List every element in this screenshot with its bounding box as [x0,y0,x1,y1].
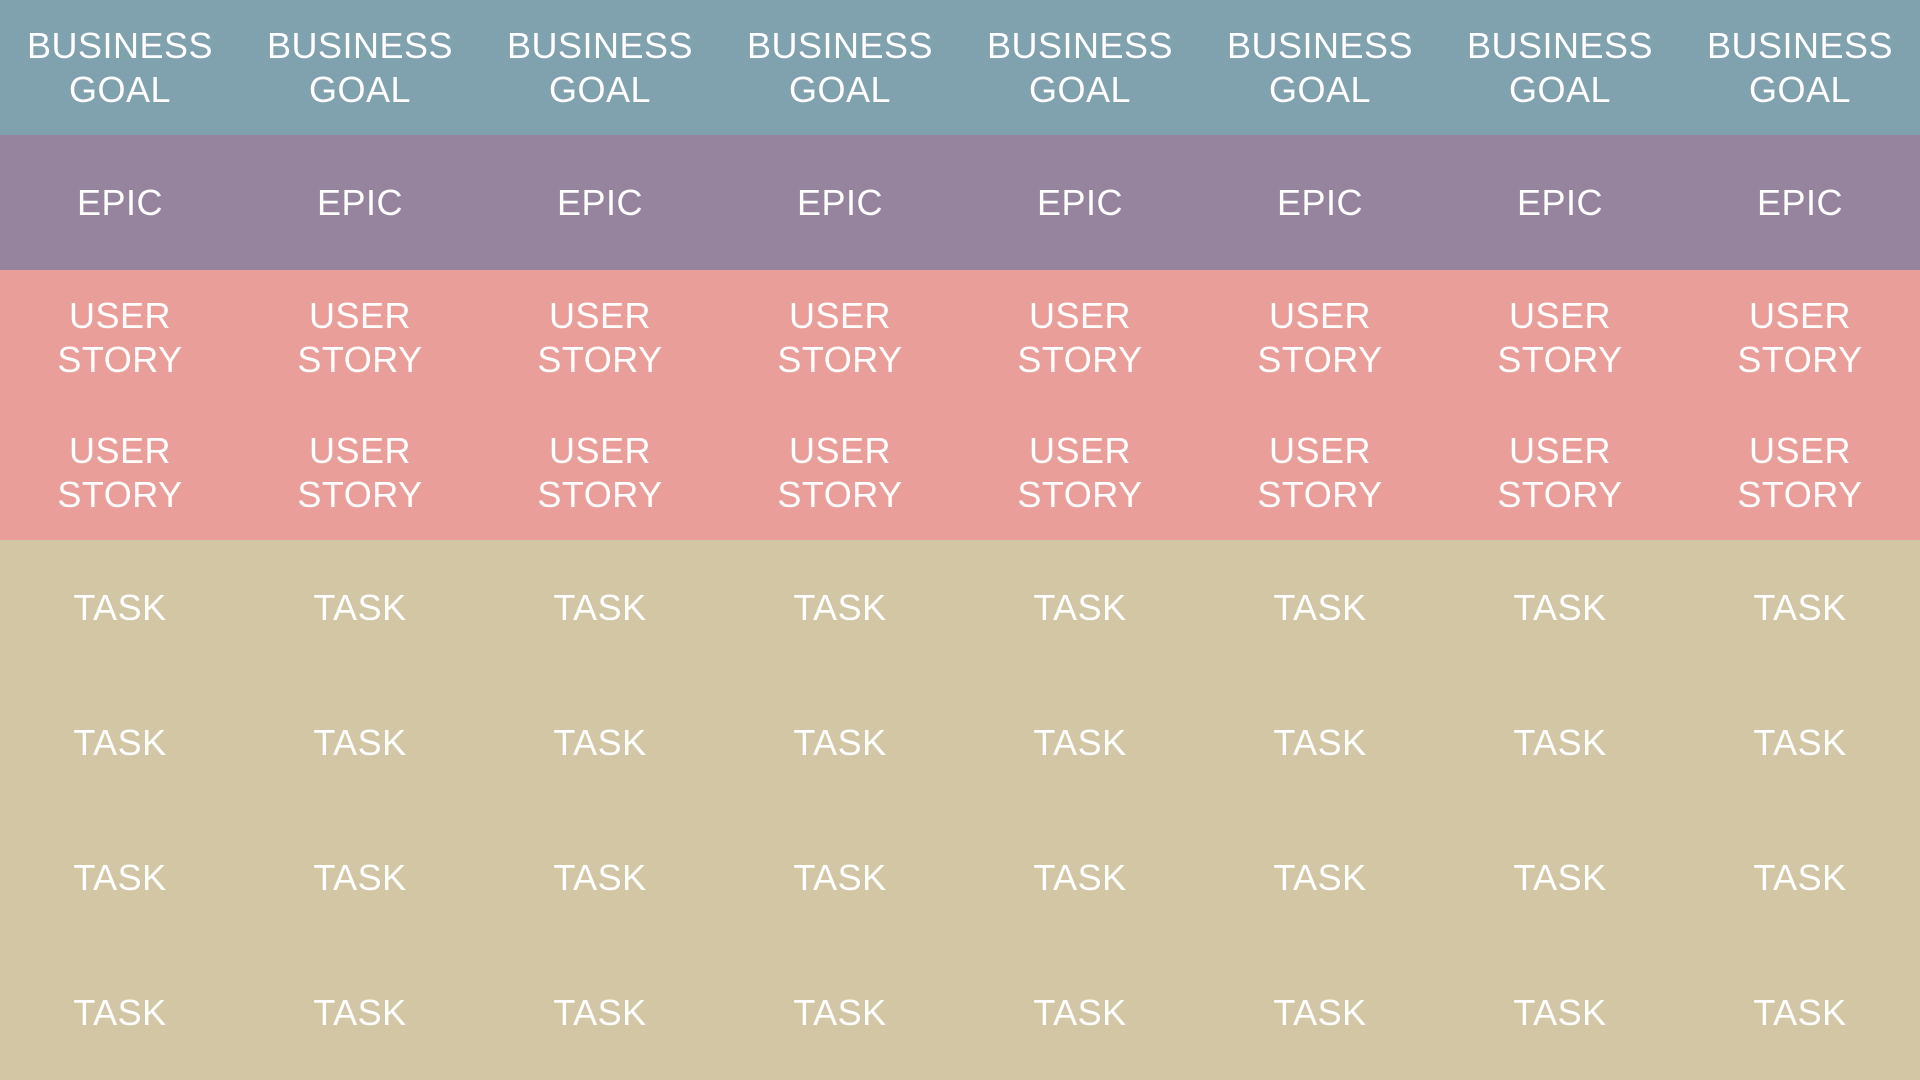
epic-card: EPIC [960,135,1200,270]
task-card: TASK [1680,675,1920,810]
epic-card: EPIC [480,135,720,270]
task-card: TASK [1440,675,1680,810]
user-story-card: USER STORY [1200,405,1440,540]
task-card: TASK [960,810,1200,945]
user-story-card: USER STORY [0,405,240,540]
task-card: TASK [720,540,960,675]
task-card: TASK [1200,675,1440,810]
business-goal-card: BUSINESS GOAL [0,0,240,135]
epic-card: EPIC [1440,135,1680,270]
user-story-card: USER STORY [720,270,960,405]
task-card: TASK [240,945,480,1080]
user-story-card: USER STORY [960,405,1200,540]
task-card: TASK [0,675,240,810]
user-story-card: USER STORY [1680,270,1920,405]
task-card: TASK [480,945,720,1080]
business-goal-card: BUSINESS GOAL [240,0,480,135]
task-card: TASK [960,945,1200,1080]
task-card: TASK [480,810,720,945]
task-card: TASK [1440,540,1680,675]
task-card: TASK [0,810,240,945]
task-card: TASK [960,540,1200,675]
user-story-card: USER STORY [1440,405,1680,540]
task-card: TASK [240,810,480,945]
business-goal-card: BUSINESS GOAL [720,0,960,135]
task-card: TASK [1200,945,1440,1080]
task-card: TASK [0,945,240,1080]
epic-card: EPIC [1680,135,1920,270]
user-story-card: USER STORY [480,270,720,405]
task-card: TASK [1680,945,1920,1080]
user-story-card: USER STORY [240,270,480,405]
user-story-card: USER STORY [720,405,960,540]
task-card: TASK [0,540,240,675]
user-story-card: USER STORY [1440,270,1680,405]
epic-card: EPIC [240,135,480,270]
task-card: TASK [960,675,1200,810]
task-card: TASK [1440,810,1680,945]
task-card: TASK [720,945,960,1080]
user-story-card: USER STORY [1680,405,1920,540]
task-card: TASK [1440,945,1680,1080]
business-goal-card: BUSINESS GOAL [960,0,1200,135]
epic-card: EPIC [720,135,960,270]
business-goal-card: BUSINESS GOAL [1440,0,1680,135]
task-card: TASK [720,810,960,945]
business-goal-card: BUSINESS GOAL [480,0,720,135]
business-goal-card: BUSINESS GOAL [1200,0,1440,135]
task-card: TASK [1680,810,1920,945]
task-card: TASK [1200,540,1440,675]
epic-card: EPIC [1200,135,1440,270]
task-card: TASK [480,540,720,675]
user-story-card: USER STORY [480,405,720,540]
task-card: TASK [1200,810,1440,945]
task-card: TASK [480,675,720,810]
user-story-card: USER STORY [1200,270,1440,405]
epic-card: EPIC [0,135,240,270]
user-story-card: USER STORY [0,270,240,405]
task-card: TASK [240,675,480,810]
user-story-card: USER STORY [240,405,480,540]
task-card: TASK [240,540,480,675]
business-goal-card: BUSINESS GOAL [1680,0,1920,135]
task-card: TASK [720,675,960,810]
task-card: TASK [1680,540,1920,675]
user-story-card: USER STORY [960,270,1200,405]
